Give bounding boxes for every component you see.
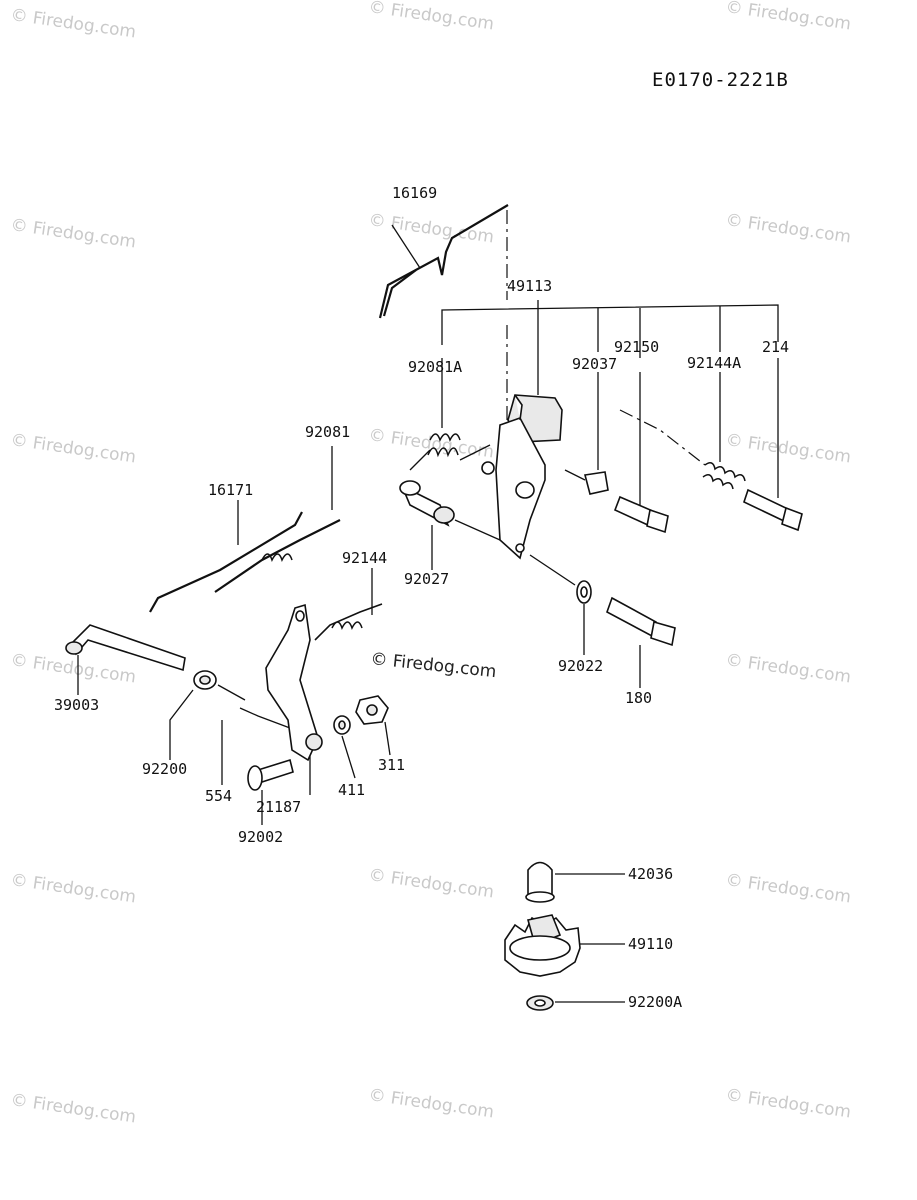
leader-group-49113 xyxy=(441,304,779,345)
part-92081-spring xyxy=(214,446,341,593)
part-411-washer xyxy=(333,715,356,779)
label-411: 411 xyxy=(338,781,365,799)
label-92037: 92037 xyxy=(572,355,617,373)
part-92150-bolt xyxy=(613,372,669,534)
watermark: © Firedog.com xyxy=(367,865,495,902)
part-92144A-spring xyxy=(619,372,746,490)
watermark: © Firedog.com xyxy=(9,215,137,252)
watermark: © Firedog.com xyxy=(367,0,495,35)
label-92027: 92027 xyxy=(404,570,449,588)
part-16169-spring-rod xyxy=(378,204,509,319)
label-16171: 16171 xyxy=(208,481,253,499)
label-180: 180 xyxy=(625,689,652,707)
part-42036-cap xyxy=(525,861,625,903)
watermark: © Firedog.com xyxy=(724,1085,852,1122)
part-92081A-spring xyxy=(409,358,491,471)
label-214: 214 xyxy=(762,338,789,356)
watermark: © Firedog.com xyxy=(724,650,852,687)
label-92081: 92081 xyxy=(305,423,350,441)
label-311: 311 xyxy=(378,756,405,774)
part-92200-washer xyxy=(169,670,246,760)
watermarks: © Firedog.com © Firedog.com © Firedog.co… xyxy=(9,0,852,1128)
label-92144: 92144 xyxy=(342,549,387,567)
watermark: © Firedog.com xyxy=(724,0,852,35)
watermark: © Firedog.com xyxy=(367,425,495,462)
label-92150: 92150 xyxy=(614,338,659,356)
watermark: © Firedog.com xyxy=(367,1085,495,1122)
label-92022: 92022 xyxy=(558,657,603,675)
watermark: © Firedog.com xyxy=(9,5,137,42)
label-49110: 49110 xyxy=(628,935,673,953)
label-16169: 16169 xyxy=(392,184,437,202)
watermark: © Firedog.com xyxy=(9,650,137,687)
part-39003-shaft xyxy=(65,624,186,695)
label-92144A: 92144A xyxy=(687,354,741,372)
part-92002-bolt xyxy=(247,758,294,825)
label-21187: 21187 xyxy=(256,798,301,816)
label-92081A: 92081A xyxy=(408,358,462,376)
part-49110-knob xyxy=(504,914,625,977)
part-311-nut xyxy=(355,695,391,756)
watermark: © Firedog.com xyxy=(9,430,137,467)
part-214-bolt xyxy=(743,358,803,532)
label-92200A: 92200A xyxy=(628,993,682,1011)
part-49113-bracket xyxy=(481,325,563,560)
label-49113: 49113 xyxy=(507,277,552,295)
label-39003: 39003 xyxy=(54,696,99,714)
part-92027-collar xyxy=(399,480,501,570)
part-92200A-washer xyxy=(526,995,625,1011)
part-92144-spring xyxy=(314,568,383,641)
part-180-bolt xyxy=(606,596,676,688)
watermark: © Firedog.com xyxy=(9,1090,137,1127)
part-16171-rod xyxy=(149,500,303,613)
watermark: © Firedog.com xyxy=(9,870,137,907)
label-92200: 92200 xyxy=(142,760,187,778)
part-21187-lever xyxy=(265,603,323,795)
watermark: © Firedog.com xyxy=(724,430,852,467)
label-42036: 42036 xyxy=(628,865,673,883)
center-watermark: © Firedog.com xyxy=(369,649,497,682)
part-554-link xyxy=(221,707,291,785)
part-92037-clip xyxy=(564,372,609,495)
watermark: © Firedog.com xyxy=(367,210,495,247)
part-92022-washer xyxy=(529,554,592,655)
diagram-code: E0170-2221B xyxy=(652,69,789,91)
label-92002: 92002 xyxy=(238,828,283,846)
label-554: 554 xyxy=(205,787,232,805)
watermark: © Firedog.com xyxy=(724,870,852,907)
watermark: © Firedog.com xyxy=(724,210,852,247)
